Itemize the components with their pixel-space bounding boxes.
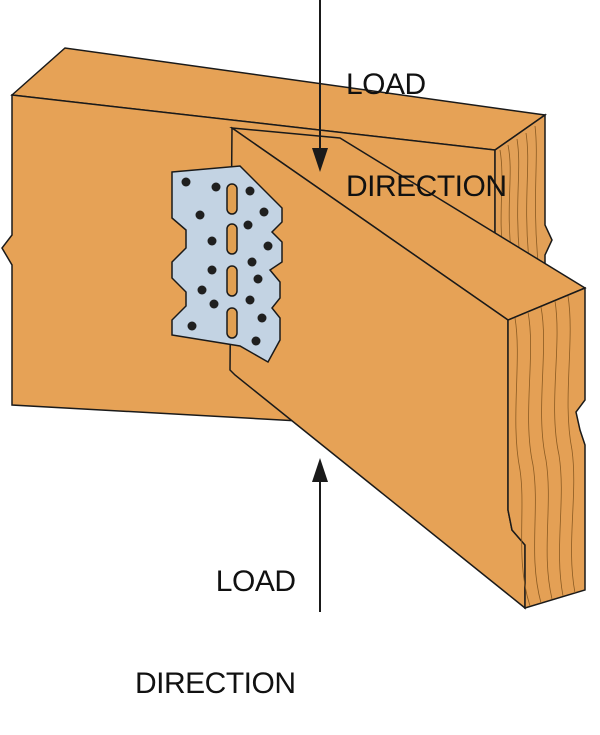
nail-hole [257, 313, 267, 323]
nail-holes [181, 177, 273, 346]
nail-hole [197, 285, 207, 295]
nail-hole [253, 274, 263, 284]
joist-end-grain [507, 286, 586, 610]
nail-hole [259, 207, 269, 217]
bottom-label-line1: LOAD [215, 565, 296, 598]
nail-hole [195, 210, 205, 220]
nail-hole [245, 295, 255, 305]
joist-grain-lines [514, 295, 576, 607]
connector-diagram [1, 0, 587, 612]
top-load-direction-label: LOAD DIRECTION [346, 0, 507, 238]
bottom-label-line2: DIRECTION [135, 667, 296, 700]
plate-slots [226, 183, 238, 339]
slot [226, 183, 238, 215]
nail-hole [243, 220, 253, 230]
slot [226, 265, 238, 297]
top-label-line1: LOAD [346, 68, 426, 101]
bottom-load-direction-label: LOAD DIRECTION [135, 497, 296, 735]
top-load-arrow [312, 0, 328, 172]
nail-hole [263, 241, 273, 251]
nail-hole [211, 182, 221, 192]
nail-hole [251, 336, 261, 346]
nail-hole [187, 321, 197, 331]
slot [226, 307, 238, 339]
nail-hole [209, 299, 219, 309]
slot [226, 223, 238, 255]
nail-hole [181, 177, 191, 187]
top-label-line2: DIRECTION [346, 170, 507, 203]
nail-hole [207, 236, 217, 246]
bottom-load-arrow [312, 458, 328, 612]
nail-hole [245, 186, 255, 196]
nail-hole [247, 257, 257, 267]
nail-hole [207, 265, 217, 275]
